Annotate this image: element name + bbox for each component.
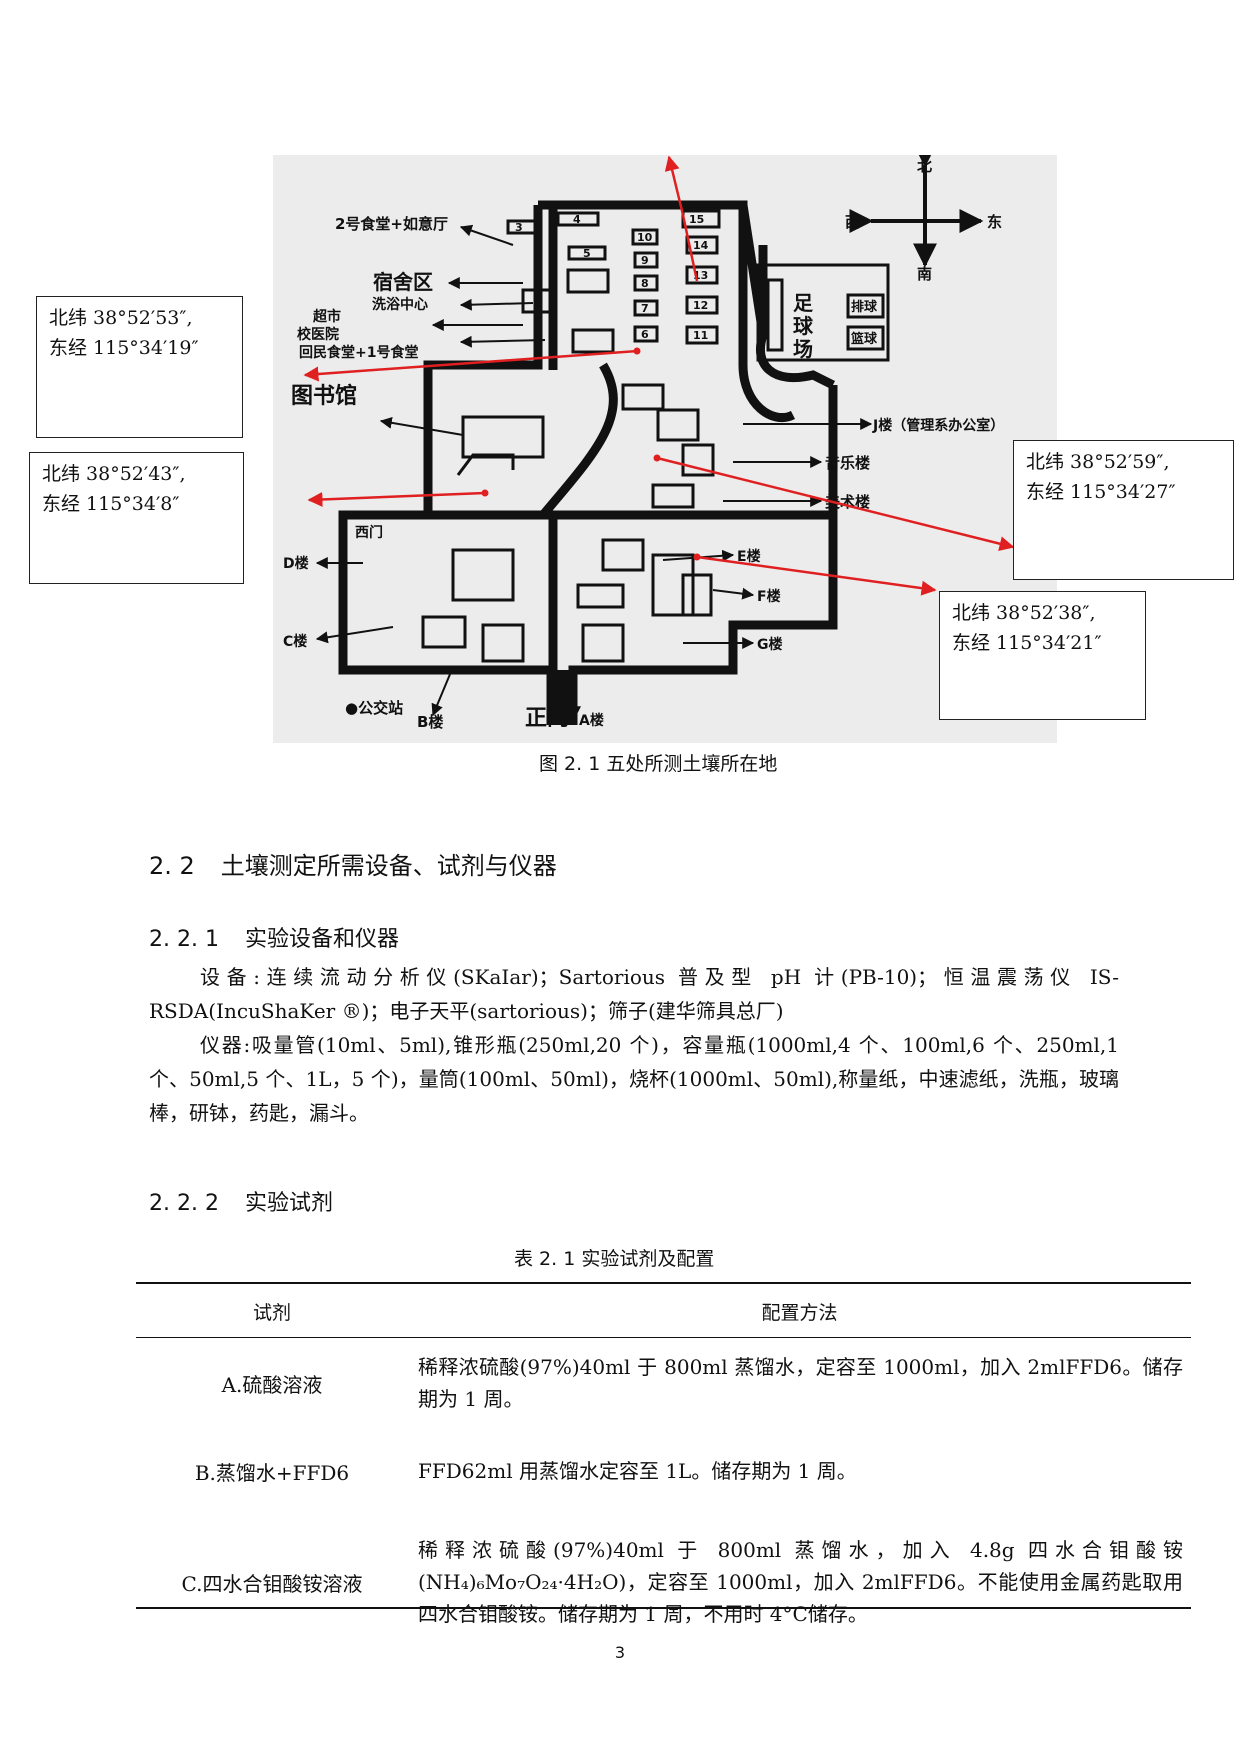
svg-text:回民食堂+1号食堂: 回民食堂+1号食堂 (299, 344, 418, 361)
campus-boundary (338, 200, 838, 725)
svg-text:球: 球 (793, 314, 814, 338)
compass-south: 南 (917, 265, 932, 283)
svg-text:正门: 正门 (525, 705, 569, 731)
svg-text:11: 11 (693, 329, 708, 342)
section-title: 土壤测定所需设备、试剂与仪器 (220, 852, 557, 880)
svg-text:排球: 排球 (851, 299, 878, 315)
svg-text:8: 8 (641, 277, 649, 290)
svg-text:15: 15 (689, 213, 704, 226)
svg-text:洗浴中心: 洗浴中心 (372, 296, 428, 313)
svg-text:12: 12 (693, 299, 708, 312)
subsection-number: 2. 2. 2 (149, 1191, 219, 1216)
campus-buildings (421, 209, 721, 663)
coordinate-callout-3: 北纬 38°52′59″, 东经 115°34′27″ (1013, 440, 1234, 580)
callout-latitude: 北纬 38°52′59″, (1026, 451, 1170, 473)
svg-text:6: 6 (641, 328, 649, 341)
svg-text:2号食堂+如意厅: 2号食堂+如意厅 (335, 215, 448, 233)
subsection-heading-1: 2. 2. 1 实验设备和仪器 (149, 921, 399, 953)
svg-text:音乐楼: 音乐楼 (825, 454, 870, 472)
svg-text:●公交站: ●公交站 (345, 699, 403, 717)
subsection-number: 2. 2. 1 (149, 927, 219, 952)
callout-longitude: 东经 115°34′8″ (42, 493, 180, 515)
table-caption: 表 2. 1 实验试剂及配置 (514, 1248, 715, 1270)
svg-text:3: 3 (515, 221, 523, 234)
svg-text:10: 10 (637, 231, 653, 244)
reagent-name: A.硫酸溶液 (221, 1372, 323, 1397)
table-top-rule (136, 1282, 1191, 1284)
svg-text:D楼: D楼 (283, 555, 309, 572)
reagent-name: C.四水合钼酸铵溶液 (181, 1571, 363, 1596)
callout-latitude: 北纬 38°52′53″, (49, 307, 193, 329)
callout-latitude: 北纬 38°52′38″, (952, 602, 1096, 624)
figure-caption: 图 2. 1 五处所测土壤所在地 (539, 753, 778, 775)
svg-text:B楼: B楼 (417, 713, 443, 731)
coordinate-callout-1: 北纬 38°52′53″, 东经 115°34′19″ (36, 296, 243, 438)
reagent-table: 试剂 配置方法 A.硫酸溶液 稀释浓硫酸(97%)40ml 于 800ml 蒸馏… (136, 1285, 1191, 1650)
svg-text:西门: 西门 (355, 524, 383, 541)
callout-latitude: 北纬 38°52′43″, (42, 463, 186, 485)
table-row: C.四水合钼酸铵溶液 稀释浓硫酸(97%)40ml 于 800ml 蒸馏水，加入… (136, 1514, 1191, 1650)
compass-east: 东 (987, 213, 1002, 231)
table-header-reagent: 试剂 (136, 1285, 408, 1338)
page-number: 3 (614, 1643, 626, 1662)
svg-text:校医院: 校医院 (297, 326, 339, 343)
table-row: B.蒸馏水+FFD6 FFD62ml 用蒸馏水定容至 1L。储存期为 1 周。 (136, 1428, 1191, 1514)
coordinate-callout-4: 北纬 38°52′38″, 东经 115°34′21″ (939, 591, 1146, 720)
sample-pointers (303, 155, 1015, 596)
svg-text:4: 4 (573, 213, 581, 226)
svg-text:A楼: A楼 (579, 712, 604, 729)
table-row: A.硫酸溶液 稀释浓硫酸(97%)40ml 于 800ml 蒸馏水，定容至 10… (136, 1338, 1191, 1429)
compass-west: 西 (845, 213, 860, 231)
svg-text:足: 足 (793, 291, 814, 315)
svg-text:G楼: G楼 (757, 636, 783, 653)
subsection-heading-2: 2. 2. 2 实验试剂 (149, 1185, 333, 1217)
reagent-method: FFD62ml 用蒸馏水定容至 1L。储存期为 1 周。 (418, 1459, 857, 1483)
campus-map: 3 4 5 10 9 8 7 6 15 14 13 12 11 北 南 西 东 (273, 155, 1057, 743)
svg-text:美术楼: 美术楼 (825, 493, 870, 511)
equipment-paragraphs: 设备:连续流动分析仪(SKaIar)；Sartorious 普及型 pH 计(P… (149, 960, 1119, 1130)
svg-text:14: 14 (693, 239, 709, 252)
reagent-method: 稀释浓硫酸(97%)40ml 于 800ml 蒸馏水，加入 4.8g 四水合钼酸… (418, 1538, 1183, 1626)
compass-rose (849, 155, 984, 268)
svg-text:宿舍区: 宿舍区 (373, 270, 433, 294)
equipment-text: 设备:连续流动分析仪(SKaIar)；Sartorious 普及型 pH 计(P… (149, 965, 1119, 1023)
section-heading: 2. 2 土壤测定所需设备、试剂与仪器 (149, 846, 557, 881)
svg-text:9: 9 (641, 254, 649, 267)
svg-text:图书馆: 图书馆 (291, 383, 357, 409)
reagent-method: 稀释浓硫酸(97%)40ml 于 800ml 蒸馏水，定容至 1000ml，加入… (418, 1355, 1183, 1411)
instruments-text: 仪器:吸量管(10ml、5ml),锥形瓶(250ml,20 个)，容量瓶(100… (149, 1033, 1119, 1125)
table-bottom-rule (136, 1607, 1191, 1609)
table-header-method: 配置方法 (408, 1285, 1191, 1338)
subsection-title: 实验试剂 (244, 1191, 333, 1216)
svg-text:篮球: 篮球 (850, 331, 878, 347)
compass-north: 北 (917, 157, 932, 175)
svg-text:场: 场 (793, 337, 813, 361)
section-number: 2. 2 (149, 852, 195, 880)
svg-text:超市: 超市 (312, 308, 341, 325)
callout-longitude: 东经 115°34′19″ (49, 337, 199, 359)
svg-text:E楼: E楼 (737, 548, 761, 565)
reagent-name: B.蒸馏水+FFD6 (194, 1460, 350, 1485)
callout-longitude: 东经 115°34′21″ (952, 632, 1102, 654)
svg-text:7: 7 (641, 302, 649, 315)
svg-text:C楼: C楼 (283, 633, 307, 650)
svg-text:5: 5 (583, 247, 591, 260)
map-labels: 2号食堂+如意厅 宿舍区 洗浴中心 超市 校医院 回民食堂+1号食堂 图书馆 J… (283, 215, 1004, 731)
coordinate-callout-2: 北纬 38°52′43″, 东经 115°34′8″ (29, 452, 244, 584)
svg-text:F楼: F楼 (757, 588, 781, 605)
callout-longitude: 东经 115°34′27″ (1026, 481, 1176, 503)
subsection-title: 实验设备和仪器 (244, 927, 399, 952)
svg-text:J楼（管理系办公室）: J楼（管理系办公室） (872, 417, 1004, 434)
